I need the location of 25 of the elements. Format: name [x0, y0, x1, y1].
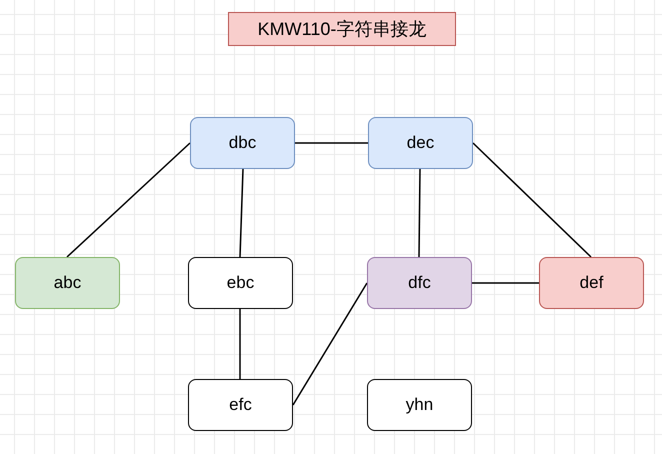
process-box [368, 117, 473, 169]
connector-line [472, 142, 592, 258]
process-box [188, 379, 293, 431]
connector-line [418, 169, 421, 257]
process-box [539, 257, 644, 309]
node-label: yhn [406, 395, 434, 415]
title-box: KMW110-字符串接龙 [228, 12, 456, 46]
process-box [15, 257, 120, 309]
node-label: abc [54, 273, 82, 293]
node-label: dec [406, 133, 434, 153]
node-label: dbc [228, 133, 256, 153]
connector-line [239, 168, 244, 258]
node-label: ebc [226, 273, 254, 293]
connector-line [292, 282, 368, 406]
node-label: dfc [408, 273, 431, 293]
node-label: efc [229, 395, 252, 415]
process-box [188, 257, 293, 309]
connector-line [472, 282, 539, 284]
node-label: def [580, 273, 604, 293]
connector-line [295, 142, 368, 144]
connector-line [66, 142, 190, 258]
connector-line [239, 309, 241, 379]
process-box [190, 117, 295, 169]
process-box [367, 379, 472, 431]
process-box [367, 257, 472, 309]
